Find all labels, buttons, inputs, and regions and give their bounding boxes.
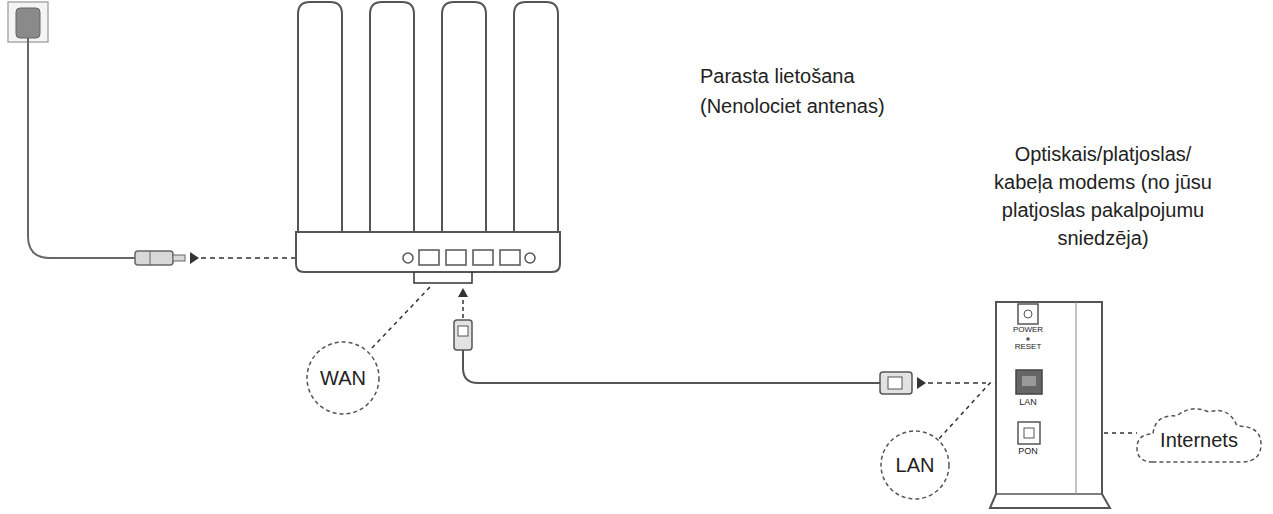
node-text: LAN	[896, 455, 935, 475]
port-label: POWER	[998, 326, 1058, 334]
usage-note: (Nenolociet antenas)	[700, 92, 885, 120]
ethernet-cable	[454, 320, 986, 394]
callout-circle: WAN	[305, 340, 381, 416]
leader-line	[372, 287, 430, 348]
modem-caption: Optiskais/platjoslas/ kabeļa modems (no …	[983, 140, 1223, 252]
node-text: Internets	[1160, 430, 1238, 450]
callout-circle: LAN	[879, 429, 951, 501]
port-label: RESET	[998, 343, 1058, 351]
router	[296, 2, 560, 272]
plug-arrow	[462, 296, 464, 318]
usage-note: Parasta lietošana	[700, 62, 855, 90]
modem: POWER RESET LAN PON	[988, 298, 1112, 510]
port-bracket	[414, 272, 472, 283]
node-text: WAN	[320, 368, 366, 388]
power-adapter	[8, 2, 398, 265]
arrow-head	[458, 288, 468, 297]
internet-cloud: Internets	[1133, 404, 1265, 468]
modem-outline	[988, 298, 1112, 510]
port-label: LAN	[998, 398, 1058, 407]
port-label: PON	[998, 447, 1058, 456]
